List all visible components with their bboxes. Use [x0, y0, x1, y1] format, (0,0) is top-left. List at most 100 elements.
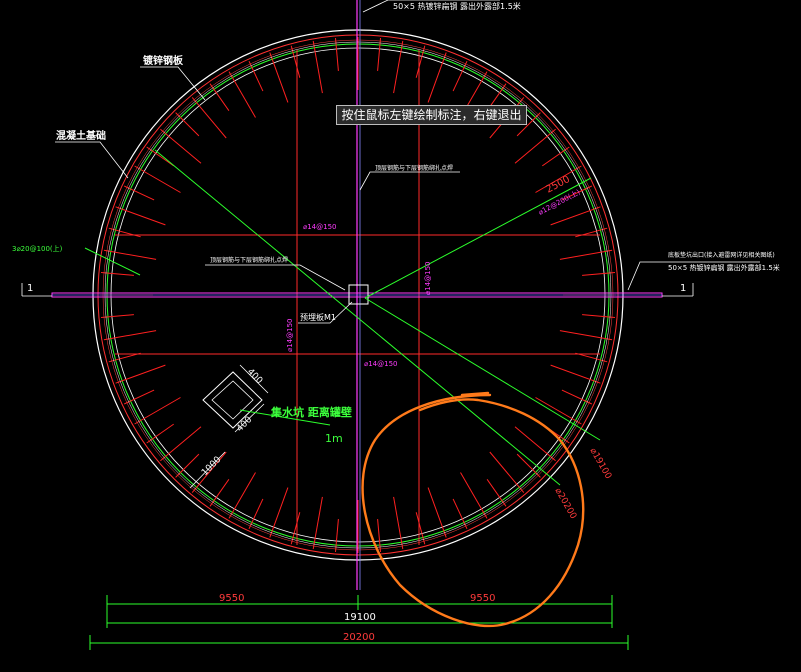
- radial-rebar: [452, 60, 468, 92]
- radial-rebar: [335, 37, 339, 71]
- radial-rebar: [191, 97, 227, 139]
- radial-rebar: [561, 389, 593, 405]
- sump-outer: [202, 371, 263, 429]
- concrete-leader: [55, 141, 129, 179]
- sump-400b-label: 400: [235, 415, 254, 434]
- sump-dim-1: [239, 364, 269, 394]
- sump-pit: [189, 364, 331, 489]
- dia-20200-label: ⌀20200: [552, 487, 578, 522]
- sump-1000-label: 1000: [200, 455, 223, 478]
- diagonal-line-b: [364, 297, 601, 441]
- radial-rebar: [516, 112, 541, 137]
- radial-rebar: [516, 453, 541, 478]
- radial-rebar: [559, 330, 613, 341]
- steel-plate-leader: [140, 66, 206, 101]
- radial-rebar: [460, 472, 488, 519]
- radial-rebar: [582, 314, 616, 318]
- radial-rebar: [108, 352, 141, 363]
- radial-rebar: [209, 83, 230, 111]
- radial-rebar: [160, 426, 202, 462]
- bottom-dimensions: [89, 595, 629, 650]
- radial-rebar: [160, 128, 202, 164]
- radial-rebar: [191, 451, 227, 493]
- radial-rebar: [115, 206, 166, 226]
- leader-lines: [21, 0, 760, 324]
- radial-rebar: [269, 52, 289, 103]
- section-right-label: 1: [680, 283, 686, 294]
- radial-rebar: [452, 498, 468, 530]
- radial-rebar: [377, 37, 381, 71]
- rebar-diag-label: ⌀12@200(上): [537, 187, 582, 217]
- hand-annotation: [361, 391, 585, 628]
- radial-rebar: [415, 45, 426, 78]
- main-axes: [51, 0, 663, 590]
- diagonal-line-c: [364, 177, 592, 299]
- dia-19100-label: ⌀19100: [587, 447, 613, 482]
- radial-rebar: [514, 128, 556, 164]
- radial-rebar: [209, 479, 230, 507]
- radial-rebar: [335, 519, 339, 553]
- radial-rebar: [535, 165, 582, 193]
- dim-9550-right-label: 9550: [470, 593, 495, 604]
- radial-rebar: [486, 479, 507, 507]
- sump-title-label: 集水坑 距离罐壁: [270, 405, 352, 419]
- radial-rebar: [542, 146, 570, 167]
- radial-rebar: [312, 496, 323, 550]
- embed-plate-box: [348, 284, 369, 305]
- radial-rebar: [561, 185, 593, 201]
- radial-rebar: [175, 453, 200, 478]
- embed-leader: [298, 301, 353, 324]
- top-note-leader: [362, 0, 500, 13]
- radial-rebar: [559, 249, 613, 260]
- radial-rebar: [489, 451, 525, 493]
- radial-rebar: [575, 352, 608, 363]
- radial-rebar: [100, 272, 134, 276]
- radial-rebar: [269, 487, 289, 538]
- concrete-base-label: 混凝土基础: [56, 129, 106, 142]
- rebar-left-v-label: ⌀14@150: [286, 319, 294, 352]
- diagonal-line-d: [84, 247, 141, 276]
- dim-9550-left-label: 9550: [219, 593, 244, 604]
- radial-rebars: [100, 37, 616, 553]
- radial-rebar: [312, 40, 323, 94]
- radial-rebar: [103, 249, 157, 260]
- rebar-top-label: ⌀14@150: [303, 223, 336, 231]
- right-note-leader: [627, 261, 760, 291]
- sump-inner: [211, 380, 254, 420]
- radial-rebar: [134, 397, 181, 425]
- radial-rebar: [123, 389, 155, 405]
- radial-rebar: [415, 512, 426, 545]
- radial-rebar: [248, 60, 264, 92]
- right-note-1-label: 底板垫坑出口(接入避雷网详见相关图纸): [668, 251, 775, 259]
- radial-rebar: [582, 272, 616, 276]
- sump-dist-label: 1m: [325, 432, 343, 445]
- sump-400a-label: 400: [245, 367, 264, 386]
- radial-rebar: [550, 364, 601, 384]
- radial-rebar: [146, 146, 174, 167]
- steel-plate-label: 镀锌钢板: [143, 54, 184, 67]
- radial-rebar: [393, 40, 404, 94]
- sump-dim-3: [189, 451, 226, 489]
- diagonal-lines: [84, 149, 601, 486]
- rebar-right-v-label: ⌀14@150: [424, 262, 432, 295]
- radial-rebar: [290, 45, 301, 78]
- top-note-label: 50×5 热镀锌扁钢 露出外露部1.5米: [393, 1, 521, 11]
- rebar-bottom-label: ⌀14@150: [364, 360, 397, 368]
- sump-leader: [239, 409, 331, 426]
- dim-19100-label: 19100: [344, 612, 376, 623]
- radial-rebar: [134, 165, 181, 193]
- section-left-label: 1: [27, 283, 33, 294]
- radial-rebar: [427, 487, 447, 538]
- layer-note-mid-leader: [205, 264, 346, 291]
- layer-note-top-leader: [359, 171, 460, 191]
- radial-rebar: [535, 397, 582, 425]
- radial-rebar: [290, 512, 301, 545]
- radial-rebar: [103, 330, 157, 341]
- layer-note-mid-label: 顶层钢筋与下层钢筋绑扎点焊: [210, 256, 288, 264]
- annotation-loop: [361, 393, 585, 628]
- radial-rebar: [427, 52, 447, 103]
- radial-rebar: [514, 426, 556, 462]
- layer-note-top-label: 顶层钢筋与下层钢筋绑扎点焊: [375, 164, 453, 172]
- radial-rebar: [175, 112, 200, 137]
